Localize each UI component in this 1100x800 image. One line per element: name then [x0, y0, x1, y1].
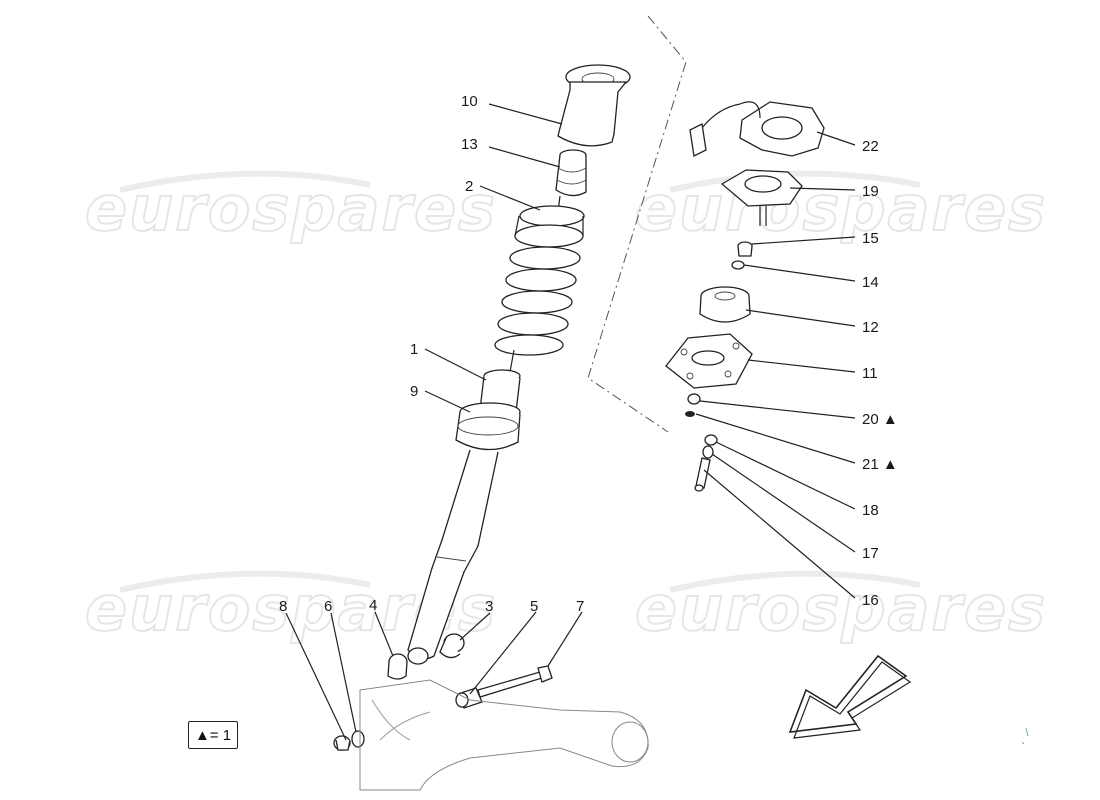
label-part-6: 6 [324, 598, 332, 615]
label-part-19: 19 [862, 183, 879, 200]
dust-cap-part [557, 64, 631, 147]
mount-plate-part [665, 333, 753, 389]
lower-bolt-part [455, 665, 553, 709]
lower-eye-bushings [387, 633, 465, 680]
label-part-4: 4 [369, 597, 377, 614]
label-part-10: 10 [461, 93, 478, 110]
small-fasteners-part [685, 393, 701, 417]
legend-box: ▲= 1 [188, 721, 238, 749]
label-part-15: 15 [862, 230, 879, 247]
label-part-14: 14 [862, 274, 879, 291]
label-part-3: 3 [485, 598, 493, 615]
direction-arrow-icon [788, 654, 912, 739]
label-part-17: 17 [862, 545, 879, 562]
bump-stop-part [555, 149, 587, 197]
label-part-7: 7 [576, 598, 584, 615]
sensor-bracket-part [689, 101, 825, 157]
label-part-2: 2 [465, 178, 473, 195]
coil-spring-part [494, 195, 585, 356]
label-part-18: 18 [862, 502, 879, 519]
lower-arm-part [359, 679, 649, 791]
leader-lines [285, 103, 856, 741]
label-part-21: 21 ▲ [862, 456, 898, 473]
label-part-22: 22 [862, 138, 879, 155]
part-labels: 10 13 2 1 9 8 6 4 3 5 7 22 19 15 14 12 1… [279, 93, 898, 615]
label-part-16: 16 [862, 592, 879, 609]
label-part-20: 20 ▲ [862, 411, 898, 428]
upper-mount-part [720, 169, 803, 226]
top-nut-part [731, 241, 753, 270]
stray-mark [1021, 727, 1029, 745]
lower-bolt-stack-part [694, 434, 718, 492]
label-part-5: 5 [530, 598, 538, 615]
watermarks: eurospares eurospares eurospares eurospa… [84, 170, 1046, 646]
label-part-13: 13 [461, 136, 478, 153]
label-part-12: 12 [862, 319, 879, 336]
dashed-group-outline [587, 15, 687, 433]
label-part-11: 11 [862, 365, 878, 382]
shock-absorber-part [407, 349, 521, 660]
label-part-8: 8 [279, 598, 287, 615]
label-part-9: 9 [410, 383, 418, 400]
label-part-1: 1 [410, 341, 418, 358]
rubber-mount-part [699, 286, 751, 323]
